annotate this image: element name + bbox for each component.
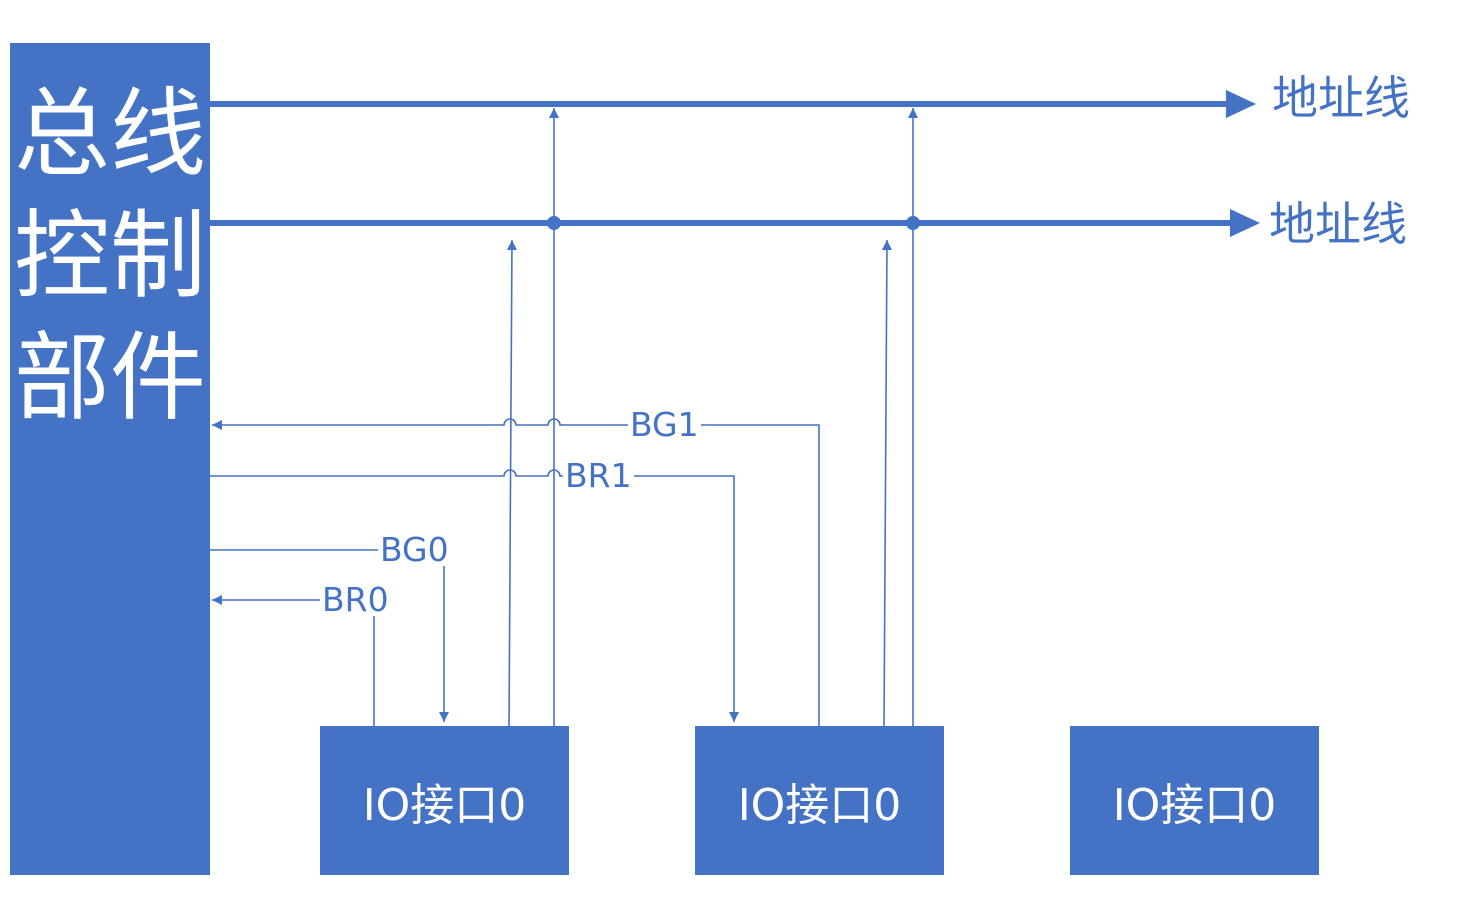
bus-controller-label: 总线控制部件 <box>14 78 206 434</box>
io-interface-box: IO接口0 <box>695 726 944 875</box>
bg0-line <box>210 549 449 722</box>
io0-to-bus2-line <box>506 239 517 727</box>
bg1-label: BG1 <box>628 405 701 444</box>
br0-label: BR0 <box>320 580 391 619</box>
bg1-line <box>212 418 820 726</box>
br1-line <box>210 469 739 722</box>
io-interface-box: IO接口0 <box>1070 726 1319 875</box>
bus-line-1-label: 地址线 <box>1272 71 1410 125</box>
bus-controller: 总线控制部件 <box>10 43 210 875</box>
io1-to-bus2-line <box>881 239 892 727</box>
io-interface-label: IO接口0 <box>1112 779 1277 831</box>
io-interface-label: IO接口0 <box>362 779 527 831</box>
io-interface-box: IO接口0 <box>320 726 569 875</box>
br1-label: BR1 <box>563 456 634 495</box>
bus-line-2-label: 地址线 <box>1269 197 1407 251</box>
io-interface-label: IO接口0 <box>737 779 902 831</box>
bus-line-1-arrowhead <box>1226 90 1256 118</box>
bg0-label: BG0 <box>378 530 451 569</box>
bus-line-2-arrowhead <box>1230 209 1260 237</box>
